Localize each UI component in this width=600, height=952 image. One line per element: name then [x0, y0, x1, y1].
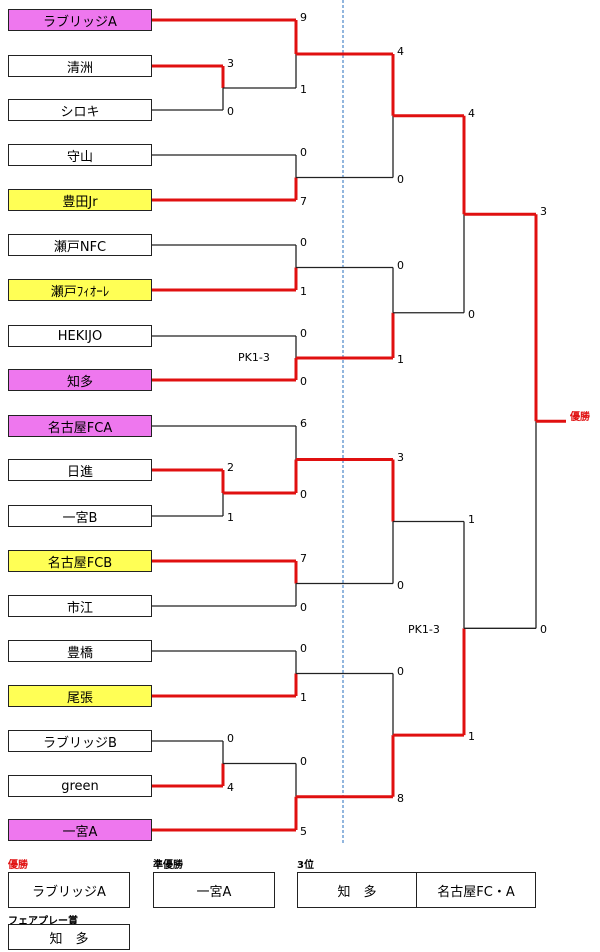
match-score: 4 [227, 781, 234, 794]
match-score: 8 [397, 791, 404, 805]
match-score: 9 [300, 11, 307, 24]
team-box: 知多 [8, 369, 152, 391]
match-score: 1 [300, 83, 307, 96]
team-box: green [8, 775, 152, 797]
team-box: 清洲 [8, 55, 152, 77]
match-score: 0 [468, 307, 475, 321]
team-box: ラブリッジB [8, 730, 152, 752]
team-box: 尾張 [8, 685, 152, 707]
match-score: 1 [227, 511, 234, 524]
match-score: 1 [300, 691, 307, 704]
fairplay-box: 知 多 [8, 924, 130, 950]
match-score: 4 [397, 45, 404, 58]
match-score: 7 [300, 552, 307, 565]
third-place-box-2: 名古屋FC・A [416, 872, 536, 908]
team-box: 豊橋 [8, 640, 152, 662]
match-score: 0 [300, 146, 307, 159]
match-score: 3 [227, 57, 234, 70]
third-place-label: 3位 [297, 860, 314, 871]
match-score: 4 [468, 106, 475, 120]
runner-up-box: 一宮A [153, 872, 275, 908]
fairplay-label: フェアプレー賞 [8, 916, 78, 927]
team-box: 日進 [8, 459, 152, 481]
team-box: 名古屋FCB [8, 550, 152, 572]
match-score: 1 [468, 512, 475, 526]
match-score: 0 [300, 754, 307, 768]
team-box: HEKIJO [8, 325, 152, 347]
match-score: 6 [300, 417, 307, 430]
match-score: 0 [397, 172, 404, 186]
match-score: 7 [300, 195, 307, 208]
match-score: 0 [300, 642, 307, 655]
match-score: 0 [397, 578, 404, 592]
team-box: 瀬戸ﾌｨｵｰﾚ [8, 279, 152, 301]
match-score: 0 [397, 664, 404, 678]
pk-label-round1: PK1-3 [238, 351, 270, 364]
pk-label-semifinal: PK1-3 [408, 623, 440, 636]
team-box: 一宮B [8, 505, 152, 527]
match-score: 1 [300, 285, 307, 298]
match-score: 5 [300, 825, 307, 838]
match-score: 3 [540, 205, 547, 219]
team-box: シロキ [8, 99, 152, 121]
team-box: 瀬戸NFC [8, 234, 152, 256]
match-score: 0 [300, 375, 307, 388]
runner-up-label: 準優勝 [153, 860, 183, 871]
match-score: 3 [397, 450, 404, 464]
champion-label: 優勝 [8, 860, 28, 871]
match-score: 0 [300, 488, 307, 501]
match-score: 2 [227, 461, 234, 474]
champion-tag: 優勝 [570, 412, 590, 423]
match-score: 1 [397, 353, 404, 366]
match-score: 0 [540, 623, 547, 637]
team-box: 名古屋FCA [8, 415, 152, 437]
match-score: 0 [227, 105, 234, 118]
match-score: 0 [300, 601, 307, 614]
team-box: 豊田Jr [8, 189, 152, 211]
team-box: 守山 [8, 144, 152, 166]
third-place-box-1: 知 多 [297, 872, 417, 908]
match-score: 0 [397, 258, 404, 272]
team-box: ラブリッジA [8, 9, 152, 31]
team-box: 市江 [8, 595, 152, 617]
match-score: 0 [227, 732, 234, 745]
match-score: 1 [468, 730, 475, 744]
match-score: 0 [300, 236, 307, 249]
match-score: 0 [300, 327, 307, 340]
team-box: 一宮A [8, 819, 152, 841]
champion-box: ラブリッジA [8, 872, 130, 908]
